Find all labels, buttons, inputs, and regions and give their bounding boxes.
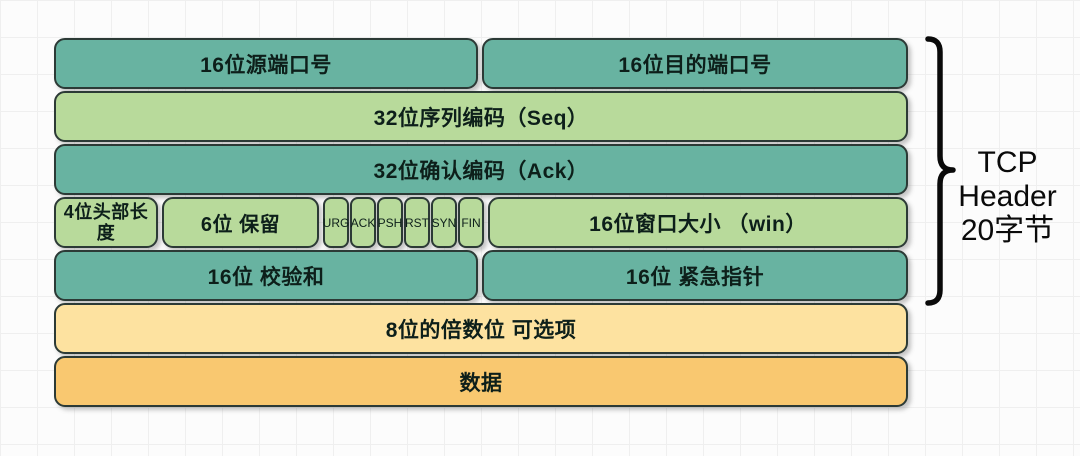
cell-flag-ack: ACK xyxy=(350,197,376,248)
cell-flag-urg: URG xyxy=(323,197,349,248)
cell-ack-number: 32位确认编码（Ack） xyxy=(54,144,908,195)
cell-header-length: 4位头部长度 xyxy=(54,197,158,248)
cell-dest-port: 16位目的端口号 xyxy=(482,38,908,89)
annotation-line-3: 20字节 xyxy=(960,214,1055,247)
cell-reserved: 6位 保留 xyxy=(162,197,319,248)
cell-data: 数据 xyxy=(54,356,908,407)
cell-options: 8位的倍数位 可选项 xyxy=(54,303,908,354)
tcp-header-size-label: TCP Header 20字节 xyxy=(940,146,1075,248)
cell-flag-fin: FIN xyxy=(458,197,484,248)
row-ports: 16位源端口号 16位目的端口号 xyxy=(54,38,908,89)
row-ack-number: 32位确认编码（Ack） xyxy=(54,144,908,195)
curly-brace-icon xyxy=(925,36,956,306)
cell-urgent-pointer: 16位 紧急指针 xyxy=(482,250,908,301)
row-flags-window: 4位头部长度 6位 保留 URG ACK PSH RST SYN FIN 16位… xyxy=(54,197,908,248)
row-sequence-number: 32位序列编码（Seq） xyxy=(54,91,908,142)
cell-seq-number: 32位序列编码（Seq） xyxy=(54,91,908,142)
flag-cells: URG ACK PSH RST SYN FIN xyxy=(323,197,484,248)
tcp-header-diagram: 16位源端口号 16位目的端口号 32位序列编码（Seq） 32位确认编码（Ac… xyxy=(54,38,908,407)
cell-checksum: 16位 校验和 xyxy=(54,250,478,301)
cell-window-size: 16位窗口大小 （win） xyxy=(488,197,908,248)
cell-flag-rst: RST xyxy=(404,197,430,248)
cell-flag-psh: PSH xyxy=(377,197,403,248)
cell-flag-syn: SYN xyxy=(431,197,457,248)
annotation-line-1: TCP xyxy=(977,146,1038,179)
row-options: 8位的倍数位 可选项 xyxy=(54,303,908,354)
cell-source-port: 16位源端口号 xyxy=(54,38,478,89)
annotation-line-2: Header xyxy=(958,180,1057,213)
row-data: 数据 xyxy=(54,356,908,407)
row-checksum-urgent: 16位 校验和 16位 紧急指针 xyxy=(54,250,908,301)
